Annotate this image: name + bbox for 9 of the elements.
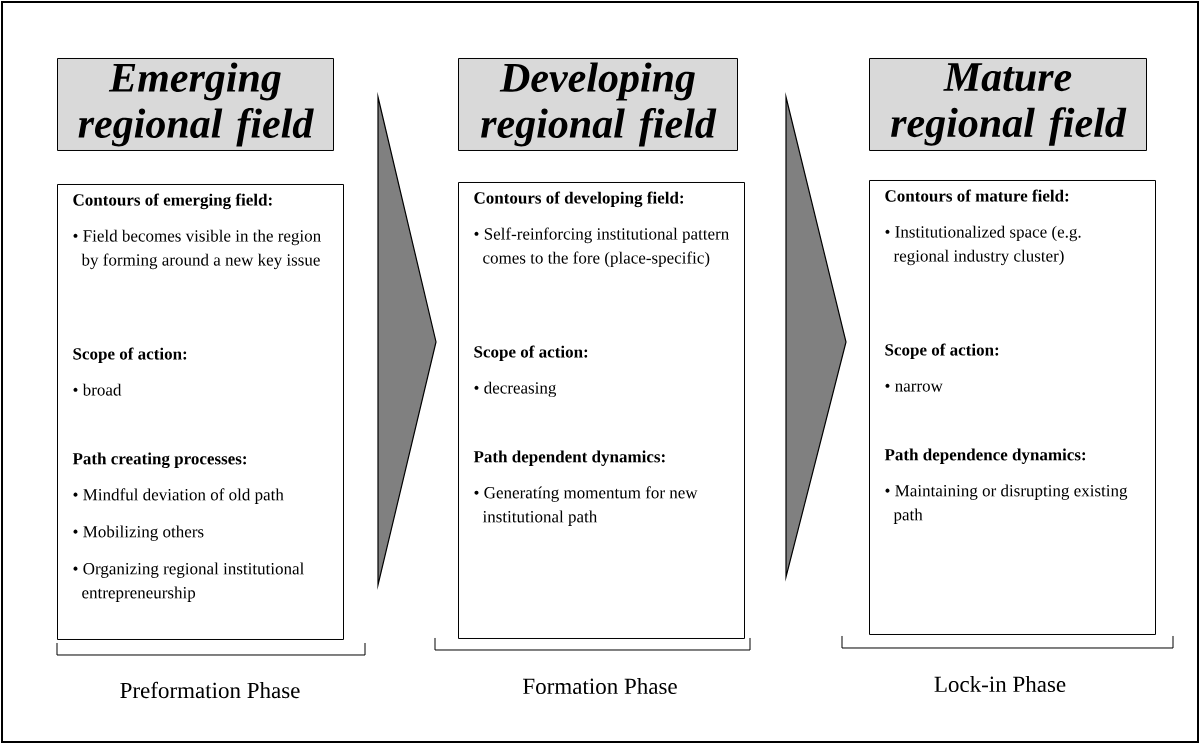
title-box: Developing regional field [458, 58, 738, 151]
content-box: Contours of emerging field: • Field becomes visible in the region by forming around a new key issue Scope of action: • broad Path creating processes: • Mindful deviation of old path • Mobilizing others • Organizing regional institutional entrepreneurship [57, 184, 344, 640]
phase-label: Preformation Phase [120, 681, 300, 699]
title-box: Emerging regional field [57, 58, 334, 151]
title-box: Mature regional field [869, 58, 1147, 151]
content-box: Contours of mature field: • Institutionalized space (e.g. regional industry cluster) Scope of action: • narrow Path dependence dynamics: • Maintaining or disrupting existing path [869, 180, 1156, 635]
phase-label: Formation Phase [523, 677, 677, 695]
phase-label: Lock-in Phase [934, 675, 1066, 693]
content-box: Contours of developing field: • Self-reinforcing institutional pattern comes to the fore (place-specific) Scope of action: • decreasing Path dependent dynamics: • Generatíng momentum for new institutional path [458, 182, 745, 639]
